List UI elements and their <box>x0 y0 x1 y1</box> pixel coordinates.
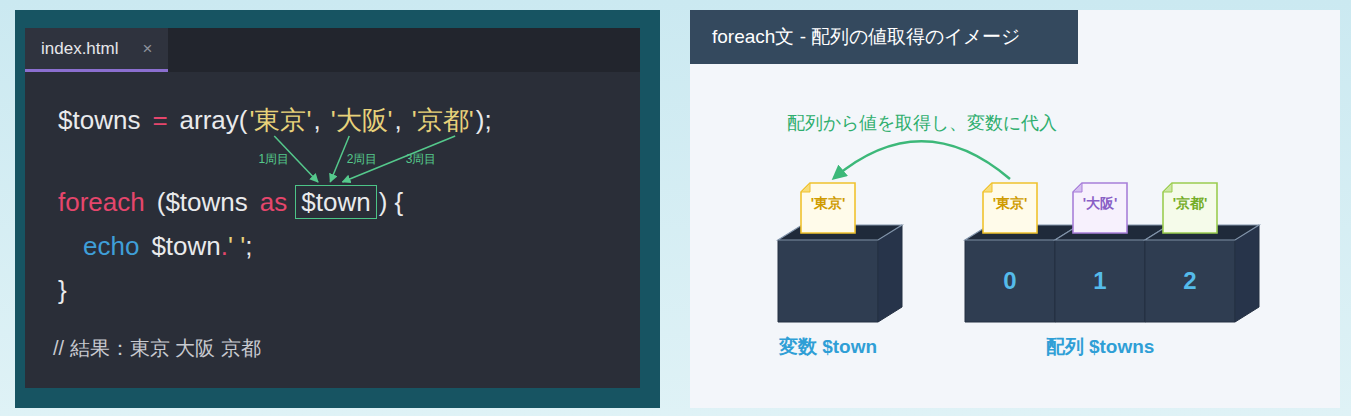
iteration-note: 2周目 <box>347 152 378 167</box>
code-line: $towns=array('東京','大阪','京都'); <box>58 102 492 138</box>
code-token: ) { <box>379 187 404 217</box>
code-token: , <box>395 105 402 135</box>
panel-title: foreach文 - 配列の値取得のイメージ <box>712 24 1020 50</box>
code-token: ' ' <box>228 231 245 261</box>
leader-arrow <box>330 136 349 182</box>
arrow-label: 配列から値を取得し、変数に代入 <box>783 111 1061 135</box>
code-token: ($towns <box>157 187 248 217</box>
code-token: '京都' <box>412 105 474 135</box>
value-card: '大阪' <box>1072 182 1128 234</box>
title-band: foreach文 - 配列の値取得のイメージ <box>690 10 1078 64</box>
card-fold <box>983 183 992 192</box>
card-value: '大阪' <box>1072 195 1128 213</box>
close-icon: × <box>142 39 152 59</box>
code-token: . <box>221 231 228 261</box>
box-caption: 変数 $town <box>779 334 877 360</box>
iteration-note: 3周目 <box>406 152 437 167</box>
box-front <box>778 240 878 322</box>
variable-box: 変数 $town'東京' <box>778 225 902 322</box>
code-token: $towns <box>58 105 140 135</box>
card-outline <box>801 183 855 233</box>
array-box: 配列 $towns0'東京'1'大阪'2'京都' <box>965 225 1259 322</box>
code-token: ); <box>476 105 492 135</box>
array-cell: 2'京都' <box>1145 225 1259 322</box>
card-outline <box>1073 183 1127 233</box>
index-number: 0 <box>965 240 1055 322</box>
code-token: ; <box>245 231 252 261</box>
code-line: } <box>58 272 67 308</box>
card-outline <box>983 183 1037 233</box>
leader-arrow <box>342 136 455 182</box>
code-line: // 結果：東京 大阪 京都 <box>53 330 261 366</box>
code-token: , <box>313 105 320 135</box>
card-value: '東京' <box>982 195 1038 213</box>
iteration-note: 1周目 <box>258 152 289 167</box>
index-number: 1 <box>1055 240 1145 322</box>
value-card: '京都' <box>1162 182 1218 234</box>
value-card: '東京' <box>982 182 1038 234</box>
code-token: // 結果：東京 大阪 京都 <box>53 337 261 359</box>
node-slot: $town <box>295 184 376 220</box>
code-line: echo $town.' '; <box>83 228 252 264</box>
box-shape <box>778 225 902 322</box>
file-tab: index.html × <box>25 28 168 72</box>
index-number: 2 <box>1145 240 1235 322</box>
tab-bar: index.html × <box>25 28 640 72</box>
code-token: = <box>152 105 167 135</box>
box-side <box>1235 225 1259 322</box>
cell-shape <box>1145 225 1259 322</box>
code-token: array( <box>180 105 248 135</box>
code-line: foreach ($towns as $town ) { <box>58 184 403 220</box>
card-outline <box>1163 183 1217 233</box>
box-front <box>1145 240 1235 322</box>
code-token: as <box>260 187 287 217</box>
code-token: echo <box>83 231 139 261</box>
box-side <box>878 225 902 322</box>
code-token: $town <box>151 231 220 261</box>
loop-variable-box: $town <box>295 185 376 219</box>
file-name: index.html <box>41 39 118 59</box>
value-card: '東京' <box>800 182 856 234</box>
card-fold <box>1163 183 1172 192</box>
code-token: '大阪' <box>331 105 393 135</box>
editor-window: index.html×$towns=array('東京','大阪','京都');… <box>25 28 640 388</box>
box-caption: 配列 $towns <box>1046 334 1155 360</box>
card-fold <box>801 183 810 192</box>
card-value: '東京' <box>800 195 856 213</box>
transfer-arrow <box>834 141 1010 179</box>
box-front <box>965 240 1055 322</box>
code-token: } <box>58 275 67 305</box>
code-token: foreach <box>58 187 145 217</box>
loop-variable: $town <box>301 187 370 217</box>
code-token: '東京' <box>249 105 311 135</box>
box-front <box>1055 240 1145 322</box>
card-fold <box>1073 183 1082 192</box>
card-value: '京都' <box>1162 195 1218 213</box>
